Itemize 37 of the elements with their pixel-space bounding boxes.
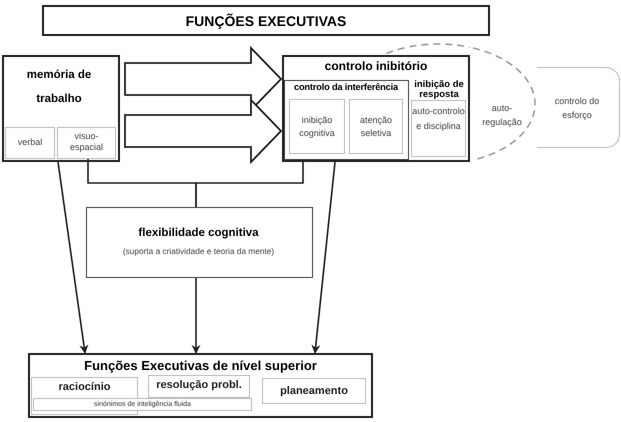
node-label: flexibilidade cognitiva xyxy=(137,227,260,239)
node-label: controlo do esforço xyxy=(554,95,600,122)
title-box xyxy=(42,5,490,36)
sub-box xyxy=(57,127,116,159)
node-label: raciocínio xyxy=(58,381,112,393)
sub-box xyxy=(148,375,250,398)
node-label: inibição de resposta xyxy=(413,80,465,99)
node-label: controlo inibitório xyxy=(324,59,428,73)
node-label: auto-regulação xyxy=(481,102,523,129)
cognitive-flexibility-box xyxy=(86,207,313,278)
sub-box xyxy=(5,127,55,159)
node-label: resolução probl. xyxy=(155,379,243,391)
node-text: auto-controlo e disciplina xyxy=(412,105,465,133)
node-label: memória de trabalho xyxy=(26,68,92,107)
node-label: inibição cognitiva xyxy=(298,114,336,140)
sub-box xyxy=(289,99,345,154)
effort-control-box xyxy=(537,67,620,148)
sub-box xyxy=(262,378,366,404)
higher-functions-box xyxy=(28,353,373,418)
node-label: controlo da interferência xyxy=(292,82,400,92)
inhibitory-control-box xyxy=(282,55,470,162)
node-label: FUNÇÕES EXECUTIVAS xyxy=(184,13,348,29)
node-label: atenção seletiva xyxy=(358,114,394,140)
arrow xyxy=(57,162,88,354)
node-label: visuo-espacial xyxy=(68,131,104,153)
node-label: verbal xyxy=(16,137,44,147)
bracket-line xyxy=(195,160,304,207)
arrow xyxy=(311,162,336,354)
interference-control-box xyxy=(284,80,409,160)
node-text: (suporta a criatividade e teoria da mente) xyxy=(122,246,276,256)
memory-box xyxy=(2,55,120,162)
sub-box xyxy=(349,99,403,154)
node-label: planeamento xyxy=(279,385,349,397)
node-label: Funções Executivas de nível superior xyxy=(83,358,318,373)
sub-box xyxy=(33,398,252,411)
block-arrow xyxy=(124,98,282,164)
arrow xyxy=(192,278,200,354)
